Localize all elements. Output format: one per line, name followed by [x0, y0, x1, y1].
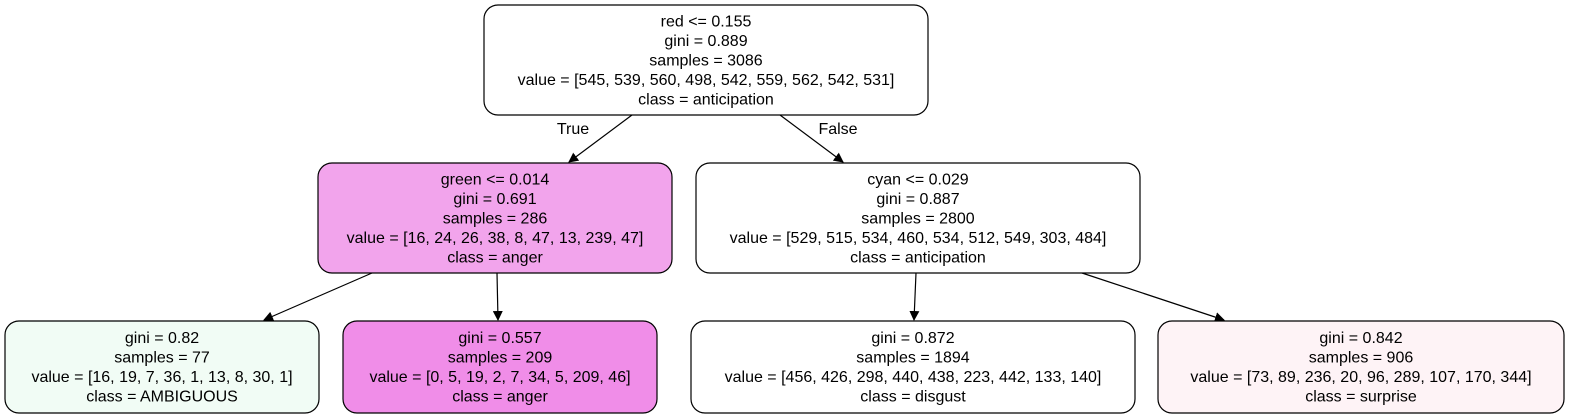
node-line: gini = 0.889: [664, 33, 747, 50]
node-line: samples = 2800: [861, 210, 975, 227]
tree-node-lr: gini = 0.557 samples = 209 value = [0, 5, …: [342, 320, 658, 414]
node-box: [317, 162, 673, 274]
edge-arrow: [779, 114, 844, 163]
edge-arrow: [1081, 272, 1225, 322]
node-line: class = anticipation: [850, 249, 986, 266]
node-line: class = anticipation: [638, 91, 774, 108]
edge-root-left: True: [557, 114, 633, 163]
node-line: samples = 1894: [856, 350, 970, 367]
node-line: gini = 0.557: [458, 330, 541, 347]
node-line: value = [0, 5, 19, 2, 7, 34, 5, 209, 46]: [369, 369, 630, 386]
node-box: [1157, 320, 1565, 414]
node-line: red <= 0.155: [661, 13, 752, 30]
node-line: value = [16, 24, 26, 38, 8, 47, 13, 239,…: [347, 230, 644, 247]
edge-arrow: [263, 272, 373, 321]
node-line: gini = 0.887: [876, 191, 959, 208]
tree-node-left: green <= 0.014 gini = 0.691 samples = 286 v…: [317, 162, 673, 274]
node-line: samples = 286: [443, 210, 548, 227]
node-line: value = [73, 89, 236, 20, 96, 289, 107, …: [1190, 369, 1531, 386]
edge-label: True: [557, 121, 589, 138]
node-box: [483, 4, 929, 116]
node-line: class = disgust: [860, 389, 966, 406]
edge-right-rr: [1081, 272, 1225, 322]
node-line: value = [16, 19, 7, 36, 1, 13, 8, 30, 1]: [31, 369, 292, 386]
node-box: [690, 320, 1136, 414]
node-line: samples = 906: [1309, 350, 1414, 367]
edge-arrow: [909, 272, 920, 321]
edge-arrow: [568, 114, 633, 163]
edge-arrow: [492, 272, 503, 321]
node-line: gini = 0.842: [1319, 330, 1402, 347]
tree-node-right: cyan <= 0.029 gini = 0.887 samples = 2800 v…: [695, 162, 1141, 274]
node-line: value = [529, 515, 534, 460, 534, 512, 5…: [730, 230, 1107, 247]
node-box: [4, 320, 320, 414]
node-line: class = surprise: [1305, 389, 1417, 406]
tree-node-root: red <= 0.155 gini = 0.889 samples = 3086 va…: [483, 4, 929, 116]
node-line: cyan <= 0.029: [867, 171, 969, 188]
node-box: [695, 162, 1141, 274]
node-line: class = anger: [452, 389, 548, 406]
node-line: value = [456, 426, 298, 440, 438, 223, 4…: [725, 369, 1102, 386]
node-line: samples = 209: [448, 350, 553, 367]
tree-node-rr: gini = 0.842 samples = 906 value = [73, 89…: [1157, 320, 1565, 414]
node-line: samples = 3086: [649, 52, 763, 69]
tree-node-rl: gini = 0.872 samples = 1894 value = [456, …: [690, 320, 1136, 414]
edge-label: False: [818, 121, 857, 138]
node-line: class = anger: [447, 249, 543, 266]
node-line: value = [545, 539, 560, 498, 542, 559, 5…: [518, 72, 895, 89]
edge-root-right: False: [779, 114, 858, 163]
node-box: [342, 320, 658, 414]
node-line: gini = 0.872: [871, 330, 954, 347]
node-line: gini = 0.691: [453, 191, 536, 208]
edge-left-lr: [492, 272, 503, 321]
node-line: samples = 77: [114, 350, 210, 367]
edge-left-ll: [263, 272, 373, 321]
tree-node-ll: gini = 0.82 samples = 77 value = [16, 19, …: [4, 320, 320, 414]
edge-right-rl: [909, 272, 920, 321]
node-line: class = AMBIGUOUS: [86, 389, 238, 406]
node-line: gini = 0.82: [125, 330, 199, 347]
node-line: green <= 0.014: [441, 171, 550, 188]
